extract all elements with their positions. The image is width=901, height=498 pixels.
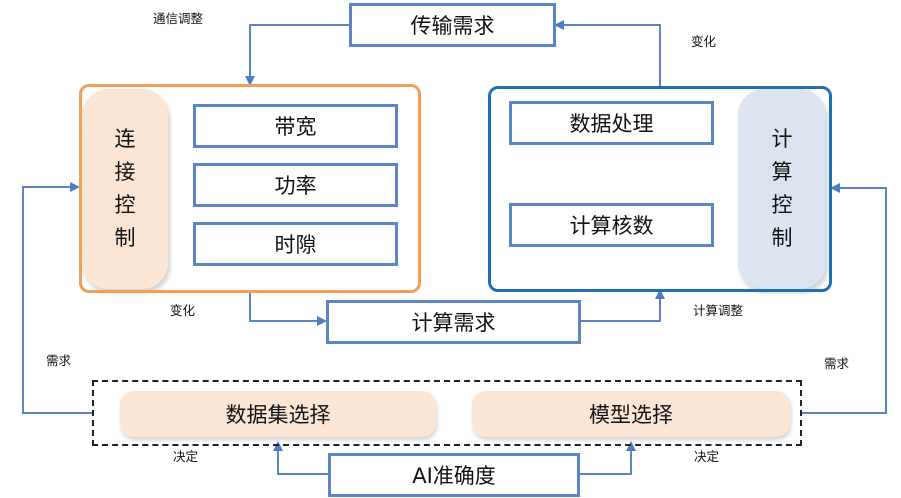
- arrow-comm-adjust: [245, 24, 350, 86]
- selection-group: [92, 380, 802, 446]
- time-slot-box: 时隙: [193, 222, 398, 266]
- bandwidth-box: 带宽: [193, 104, 398, 148]
- demand-right-label: 需求: [824, 356, 850, 371]
- ai-accuracy-label: AI准确度: [412, 464, 496, 488]
- demand-left-label: 需求: [46, 353, 72, 368]
- time-slot-label: 时隙: [274, 233, 317, 257]
- dataset-selection-label: 数据集选择: [225, 403, 331, 427]
- transmission-demand-box: 传输需求: [349, 3, 556, 47]
- arrow-decide-left: [273, 441, 328, 475]
- arrow-demand-right: [801, 183, 887, 414]
- transmission-demand-label: 传输需求: [410, 14, 495, 38]
- compute-demand-box: 计算需求: [326, 300, 581, 344]
- arrow-demand-left: [22, 182, 92, 414]
- power-box: 功率: [193, 163, 398, 207]
- ai-accuracy-box: AI准确度: [328, 453, 580, 497]
- arrow-compute-adjust: [580, 289, 665, 322]
- compute-cores-box: 计算核数: [509, 203, 714, 247]
- data-processing-box: 数据处理: [509, 101, 714, 145]
- decide-left-label: 决定: [173, 449, 199, 464]
- arrow-change-bottom: [249, 291, 327, 326]
- compute-control-pill: 计 算 控 制: [738, 89, 826, 289]
- connection-control-char: 制: [114, 226, 136, 250]
- model-selection-label: 模型选择: [589, 403, 673, 427]
- model-selection-pill: 模型选择: [472, 391, 790, 437]
- bandwidth-label: 带宽: [274, 115, 317, 139]
- comm-adjust-label: 通信调整: [153, 11, 204, 26]
- connection-control-char: 控: [114, 193, 136, 217]
- compute-demand-label: 计算需求: [411, 311, 496, 335]
- power-label: 功率: [274, 174, 317, 198]
- compute-control-char: 制: [771, 226, 793, 250]
- connection-control-group: [79, 84, 421, 293]
- data-processing-label: 数据处理: [569, 112, 654, 136]
- dataset-selection-pill: 数据集选择: [120, 391, 436, 437]
- compute-control-char: 计: [771, 127, 793, 151]
- compute-control-group: [488, 86, 832, 292]
- connection-control-char: 接: [114, 160, 136, 184]
- change-bottom-label: 变化: [170, 303, 196, 318]
- connection-control-char: 连: [114, 127, 136, 151]
- change-top-label: 变化: [691, 34, 717, 49]
- decide-right-label: 决定: [694, 449, 720, 464]
- compute-adjust-label: 计算调整: [693, 303, 744, 318]
- arrow-decide-right: [580, 441, 636, 475]
- compute-control-char: 控: [771, 193, 793, 217]
- connection-control-pill: 连 接 控 制: [82, 89, 168, 289]
- compute-control-char: 算: [771, 160, 793, 184]
- compute-cores-label: 计算核数: [569, 214, 654, 238]
- arrow-change-top: [554, 20, 661, 86]
